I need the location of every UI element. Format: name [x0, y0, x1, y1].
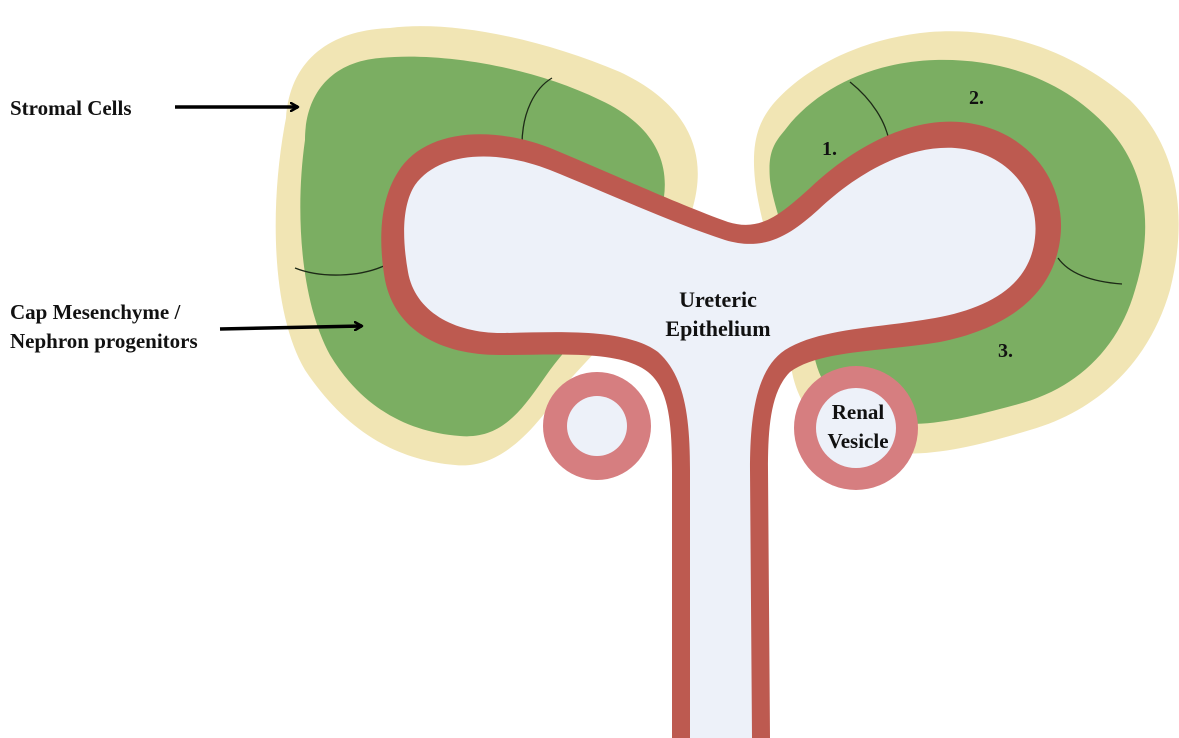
renal-vesicle-label-line2: Vesicle [827, 429, 888, 453]
renal-vesicle-label-line1: Renal [832, 400, 885, 424]
cap-mesenchyme-label-line1: Cap Mesenchyme / [10, 300, 181, 324]
segment-number-3: 3. [998, 340, 1013, 362]
stromal-cells-label: Stromal Cells [10, 96, 132, 120]
ureteric-label-line2: Epithelium [665, 316, 770, 341]
cap-mesenchyme-label-line2: Nephron progenitors [10, 329, 198, 353]
ureteric-label-line1: Ureteric [679, 287, 757, 312]
segment-number-1: 1. [822, 138, 837, 160]
left-renal-vesicle-lumen [567, 396, 627, 456]
segment-number-2: 2. [969, 87, 984, 109]
